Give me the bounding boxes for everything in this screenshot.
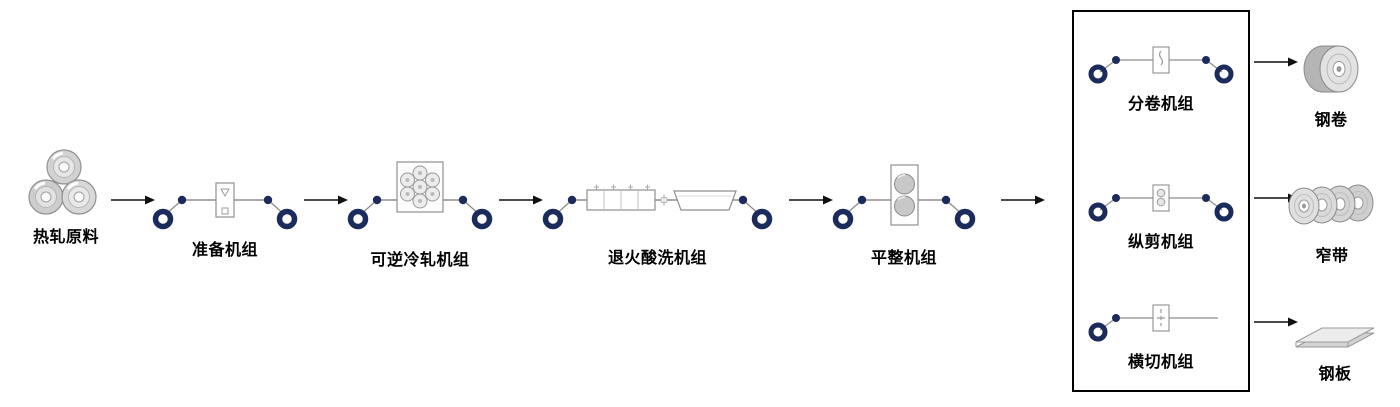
right-arrow-icon xyxy=(499,195,543,205)
right-arrow-icon xyxy=(304,195,348,205)
steel-plate-icon xyxy=(1295,327,1375,348)
cross-cutting-unit-icon xyxy=(1088,304,1218,342)
unit-cross-cutting-label: 横切机组 xyxy=(1127,352,1194,371)
unit-temper-mill: 平整机组 xyxy=(830,156,978,268)
recoiling-unit-icon xyxy=(1088,46,1234,84)
unit-annealing-pickling: 退火酸洗机组 xyxy=(540,168,775,268)
unit-slitting-label: 纵剪机组 xyxy=(1127,232,1194,251)
flow-arrow-3 xyxy=(498,193,544,207)
unit-preparation: 准备机组 xyxy=(150,170,300,260)
product-steel-coil: 钢卷 xyxy=(1298,38,1364,130)
raw-material-label: 热轧原料 xyxy=(32,227,99,246)
steel-coil-icon xyxy=(1303,45,1359,93)
right-arrow-icon xyxy=(789,195,833,205)
unit-temper-mill-label: 平整机组 xyxy=(870,248,937,267)
unit-reversible-cold-rolling: 可逆冷轧机组 xyxy=(345,154,495,270)
unit-cross-cutting: 横切机组 xyxy=(1086,300,1236,372)
right-arrow-icon xyxy=(1254,57,1298,67)
product-narrow-strip: 窄带 xyxy=(1288,176,1376,266)
flow-arrow-1 xyxy=(110,193,156,207)
raw-material-node: 热轧原料 xyxy=(20,145,112,247)
product-steel-plate: 钢板 xyxy=(1290,316,1380,384)
temper-mill-unit-icon xyxy=(832,164,976,230)
right-arrow-icon xyxy=(1001,195,1045,205)
unit-recoiling-label: 分卷机组 xyxy=(1127,94,1194,113)
slitting-unit-icon xyxy=(1088,184,1234,222)
annealing-pickling-unit-icon xyxy=(542,184,773,230)
unit-preparation-label: 准备机组 xyxy=(191,240,258,259)
unit-slitting: 纵剪机组 xyxy=(1086,180,1236,252)
flow-arrow-2 xyxy=(303,193,349,207)
preparation-unit-icon xyxy=(152,182,298,230)
right-arrow-icon xyxy=(111,195,155,205)
flow-arrow-4 xyxy=(788,193,834,207)
right-arrow-icon xyxy=(1254,317,1298,327)
reversible-cold-mill-icon xyxy=(347,161,493,230)
hot-rolled-coils-icon xyxy=(28,149,97,215)
output-arrow-plate xyxy=(1253,315,1299,329)
narrow-strip-coils-icon xyxy=(1288,184,1374,225)
output-arrow-coil xyxy=(1253,55,1299,69)
product-narrow-strip-label: 窄带 xyxy=(1315,246,1349,265)
product-steel-plate-label: 钢板 xyxy=(1318,364,1352,383)
unit-recoiling: 分卷机组 xyxy=(1086,42,1236,114)
unit-reversible-cold-rolling-label: 可逆冷轧机组 xyxy=(370,250,470,269)
unit-annealing-pickling-label: 退火酸洗机组 xyxy=(607,248,707,267)
product-steel-coil-label: 钢卷 xyxy=(1314,110,1348,129)
flow-arrow-5 xyxy=(1000,193,1046,207)
